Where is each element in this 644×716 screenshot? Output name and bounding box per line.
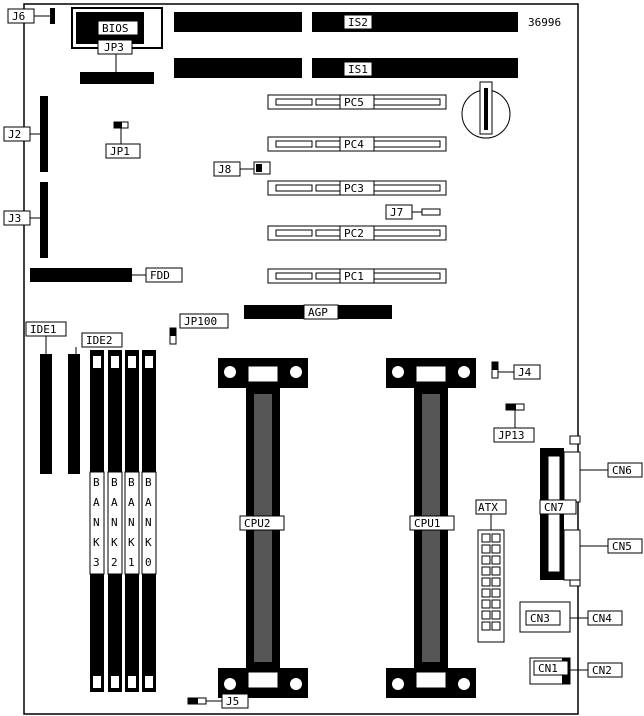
label-is1: IS1: [348, 63, 368, 76]
label-cn7: CN7: [544, 501, 564, 514]
svg-text:B: B: [145, 476, 152, 489]
label-j2: J2: [8, 128, 21, 141]
pci-slot-pc4: PC4: [267, 136, 447, 152]
ide2-header: [68, 354, 80, 474]
svg-text:A: A: [93, 496, 100, 509]
label-cn4: CN4: [592, 612, 612, 625]
svg-text:B: B: [111, 476, 118, 489]
board-id: 36996: [528, 16, 561, 29]
label-jp13: JP13: [498, 429, 525, 442]
j3-header: [40, 182, 48, 258]
svg-text:N: N: [93, 516, 100, 529]
label-bios: BIOS: [102, 22, 129, 35]
svg-text:A: A: [128, 496, 135, 509]
label-cn5: CN5: [612, 540, 632, 553]
svg-text:PC5: PC5: [344, 96, 364, 109]
svg-text:PC2: PC2: [344, 227, 364, 240]
pci-slot-pc1: PC1: [267, 268, 447, 284]
label-cn3: CN3: [530, 612, 550, 625]
j6-jumper: [50, 8, 55, 24]
label-j3: J3: [8, 212, 21, 225]
label-j7: J7: [390, 206, 403, 219]
svg-text:N: N: [128, 516, 135, 529]
fdd-header: [30, 268, 132, 282]
svg-text:A: A: [111, 496, 118, 509]
pci-slot-pc5: PC5: [267, 94, 447, 110]
j2-header: [40, 96, 48, 172]
svg-text:N: N: [111, 516, 118, 529]
svg-text:PC3: PC3: [344, 182, 364, 195]
svg-text:K: K: [93, 536, 100, 549]
label-is2: IS2: [348, 16, 368, 29]
label-j4: J4: [518, 366, 532, 379]
dimm-bank-2: BA NK 2: [107, 350, 123, 692]
label-fdd: FDD: [150, 269, 170, 282]
atx-power-connector: [477, 529, 505, 643]
isa-slot-is2: [312, 12, 518, 32]
label-jp3: JP3: [104, 41, 124, 54]
label-cpu1: CPU1: [414, 517, 441, 530]
label-jp1: JP1: [110, 145, 130, 158]
label-j8: J8: [218, 163, 231, 176]
svg-text:N: N: [145, 516, 152, 529]
label-j5: J5: [226, 695, 239, 708]
svg-text:A: A: [145, 496, 152, 509]
label-cpu2: CPU2: [244, 517, 271, 530]
isa-slot-2: [174, 58, 302, 78]
svg-text:K: K: [111, 536, 118, 549]
label-j6: J6: [12, 10, 25, 23]
label-cn2: CN2: [592, 664, 612, 677]
dimm-bank-0: BA NK 0: [141, 350, 157, 692]
cpu1-slot: CPU1: [386, 358, 476, 698]
cpu2-slot: CPU2: [218, 358, 308, 698]
svg-text:PC4: PC4: [344, 138, 364, 151]
cn7-connector: CN7: [539, 435, 581, 587]
svg-text:K: K: [145, 536, 152, 549]
svg-text:0: 0: [145, 556, 152, 569]
label-cn1: CN1: [538, 662, 558, 675]
svg-text:1: 1: [128, 556, 135, 569]
pci-slot-pc2: PC2: [267, 225, 447, 241]
label-agp: AGP: [308, 306, 328, 319]
label-ide2: IDE2: [86, 334, 113, 347]
dimm-bank-1: BA NK 1: [124, 350, 140, 692]
dimm-bank-3: BA NK 3: [89, 350, 105, 692]
j7-jumper: [421, 208, 441, 216]
svg-text:2: 2: [111, 556, 118, 569]
jp3-header: [80, 72, 154, 84]
label-jp100: JP100: [184, 315, 217, 328]
ide1-header: [40, 354, 52, 474]
svg-text:K: K: [128, 536, 135, 549]
isa-slot-is1: [312, 58, 518, 78]
pci-slot-pc3: PC3: [267, 180, 447, 196]
svg-text:B: B: [93, 476, 100, 489]
label-atx: ATX: [478, 501, 498, 514]
label-ide1: IDE1: [30, 323, 57, 336]
svg-text:3: 3: [93, 556, 100, 569]
svg-text:B: B: [128, 476, 135, 489]
svg-text:PC1: PC1: [344, 270, 364, 283]
isa-slot-1: [174, 12, 302, 32]
label-cn6: CN6: [612, 464, 632, 477]
